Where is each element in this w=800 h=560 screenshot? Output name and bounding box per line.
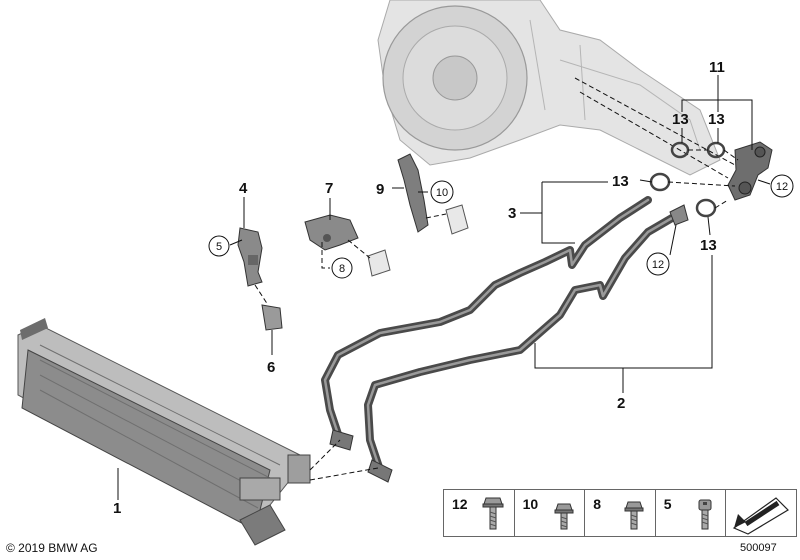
callout-3: 3 [508,205,516,222]
legend-label-5: 5 [663,496,672,512]
sealing-ring-3 [649,172,671,192]
hose-end-fitting [669,204,689,226]
leader-13d [707,216,711,236]
image-number: 500097 [740,542,777,554]
connection-block [727,141,773,201]
transmission-housing [377,0,721,176]
legend-cell-8: 8 [585,490,656,536]
leader-2 [534,255,713,393]
callout-11: 11 [709,59,725,76]
bolt-5-icon [698,499,712,530]
callout-2: 2 [617,395,625,412]
leader-8 [321,242,330,269]
leader-5 [229,239,243,246]
oil-cooler [17,318,311,546]
oil-cooler-line-2 [364,214,676,483]
leader-dash-transmission-1 [574,77,736,166]
leader-11 [681,75,753,150]
bracket-7 [304,214,391,277]
clip-9 [445,204,469,235]
callout-5-circle: 5 [208,235,230,257]
legend-label-8: 8 [593,496,601,512]
callout-10: 10 [436,187,448,199]
clip-7 [367,249,391,277]
callout-6: 6 [267,359,275,376]
bolt-12-icon [482,497,504,530]
leader-13-top [681,128,719,143]
legend-cell-12: 12 [444,490,515,536]
leader-3 [520,181,608,244]
leader-dash-hose-3 [309,439,341,471]
callout-1: 1 [113,500,121,517]
leader-13c [639,179,653,183]
callout-13b: 13 [708,111,725,128]
callout-12a: 12 [776,181,788,193]
direction-arrow-icon [733,497,790,535]
sealing-ring-4 [695,198,717,218]
legend-cell-5: 5 [656,490,727,536]
bracket-4 [237,227,283,331]
leader-12a [757,179,771,185]
leader-12b [669,224,677,256]
legend-cell-direction [726,490,796,536]
leader-dash-hose-2 [309,467,379,481]
callout-4: 4 [239,180,248,197]
leader-dash-holder-6 [254,284,269,306]
callout-10-circle: 10 [430,180,454,204]
callout-5: 5 [216,241,222,253]
callout-12a-circle: 12 [770,174,794,198]
callout-12b-circle: 12 [646,252,670,276]
leader-dash-rings [667,149,739,209]
oil-cooler-line-3 [321,196,652,451]
bolt-10-icon [554,503,574,530]
callout-9: 9 [376,181,384,198]
holder-6 [261,304,283,331]
bolt-8-icon [624,501,644,530]
callout-8-circle: 8 [331,257,353,279]
fastener-legend: 12 10 8 5 [443,489,797,537]
legend-cell-10: 10 [515,490,586,536]
legend-label-10: 10 [522,496,539,512]
callout-13d: 13 [700,237,717,254]
bracket-9 [397,153,469,235]
callout-13a: 13 [672,111,689,128]
leader-dash-clip-9 [425,213,447,219]
leader-dash-clip-7 [347,239,371,259]
callout-8: 8 [339,263,345,275]
leader-dash-transmission-2 [579,91,729,179]
copyright-text: © 2019 BMW AG [6,541,98,555]
callout-12b: 12 [652,259,664,271]
legend-label-12: 12 [452,496,468,512]
callout-13c: 13 [612,173,629,190]
callout-7: 7 [325,180,333,197]
